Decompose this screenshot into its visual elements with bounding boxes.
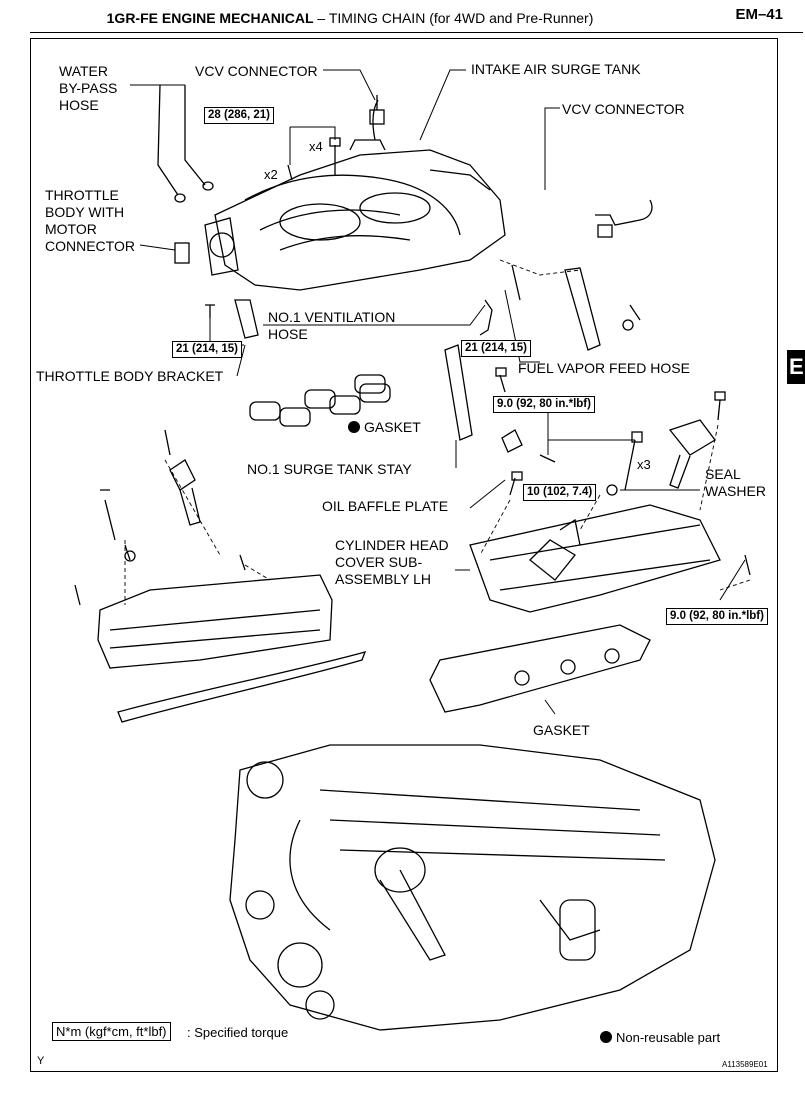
gasket-right-drawing [429, 624, 651, 713]
nonreusable-legend-text: Non-reusable part [616, 1030, 721, 1045]
label-seal-washer: SEAL WASHER [705, 466, 766, 499]
label-vcv-connector-1: VCV CONNECTOR [195, 63, 318, 79]
header-title-bold: 1GR-FE ENGINE MECHANICAL [106, 10, 314, 26]
cylinder-head-cover-right-drawing [469, 504, 751, 613]
gasket-left-drawing [117, 651, 367, 723]
label-no1-surge-tank-stay: NO.1 SURGE TANK STAY [247, 461, 412, 477]
water-bypass-hose-drawing [157, 84, 214, 203]
intake-air-surge-tank-drawing [204, 99, 506, 291]
gasket-top-drawing [249, 374, 391, 427]
vcv-connector-2-drawing [595, 199, 653, 238]
header-rule [30, 32, 803, 33]
oil-baffle-plate-drawing [501, 429, 523, 453]
torque-10-box: 10 (102, 7.4) [523, 484, 597, 501]
torque-9-a-box: 9.0 (92, 80 in.*lbf) [493, 396, 595, 413]
torque-legend-box: N*m (kgf*cm, ft*lbf) [52, 1022, 171, 1041]
label-vcv-connector-2: VCV CONNECTOR [562, 101, 685, 117]
page-header-title: 1GR-FE ENGINE MECHANICAL – TIMING CHAIN … [0, 10, 700, 26]
label-gasket-bottom: GASKET [533, 722, 590, 738]
leader-lines [130, 69, 746, 715]
header-title-rest: – TIMING CHAIN (for 4WD and Pre-Runner) [313, 10, 594, 26]
label-x4: x4 [309, 139, 323, 154]
cylinder-head-cover-left-drawing [74, 489, 333, 669]
corner-mark: Y [37, 1055, 45, 1067]
label-oil-baffle-plate: OIL BAFFLE PLATE [322, 498, 449, 514]
torque-21-mid-box: 21 (214, 15) [461, 340, 532, 357]
label-throttle-body-bracket: THROTTLE BODY BRACKET [36, 368, 224, 384]
engine-block-drawing [229, 744, 716, 1031]
label-no1-ventilation-hose: NO.1 VENTILATION HOSE [268, 309, 396, 342]
nonreusable-legend: Non-reusable part [600, 1030, 720, 1045]
label-fuel-vapor-feed-hose: FUEL VAPOR FEED HOSE [518, 360, 690, 376]
label-cylinder-head-cover-lh: CYLINDER HEAD COVER SUB- ASSEMBLY LH [335, 537, 449, 587]
label-throttle-body-motor-connector: THROTTLE BODY WITH MOTOR CONNECTOR [45, 187, 135, 254]
label-intake-air-surge-tank: INTAKE AIR SURGE TANK [471, 61, 641, 77]
label-gasket-top-text: GASKET [364, 419, 421, 435]
page-number: EM–41 [735, 6, 783, 23]
torque-21-left-box: 21 (214, 15) [172, 341, 243, 358]
throttle-connector-drawing [174, 242, 190, 264]
label-x3: x3 [637, 457, 651, 472]
nonreusable-legend-dot-icon [600, 1031, 612, 1043]
label-x2: x2 [264, 167, 278, 182]
non-reusable-dot-icon [348, 421, 360, 433]
dashed-guide-lines [124, 259, 751, 605]
label-gasket-top: GASKET [348, 419, 421, 436]
bolts-drawing [287, 137, 726, 496]
figure-frame [30, 38, 778, 1072]
ignition-coil-left-drawing [164, 429, 201, 526]
vcv-connector-1-drawing [369, 95, 385, 125]
section-tab: E [787, 350, 805, 384]
label-water-bypass-hose: WATER BY-PASS HOSE [59, 63, 118, 113]
torque-9-b-box: 9.0 (92, 80 in.*lbf) [666, 608, 768, 625]
torque-28-box: 28 (286, 21) [204, 107, 275, 124]
figure-code: A113589E01 [722, 1060, 768, 1069]
throttle-body-bracket-drawing [205, 299, 259, 339]
surge-tank-stay-drawing [444, 267, 601, 441]
gasket-seals-drawing [514, 648, 620, 686]
ventilation-hose-drawing [479, 299, 493, 336]
torque-legend-text: : Specified torque [187, 1025, 289, 1040]
